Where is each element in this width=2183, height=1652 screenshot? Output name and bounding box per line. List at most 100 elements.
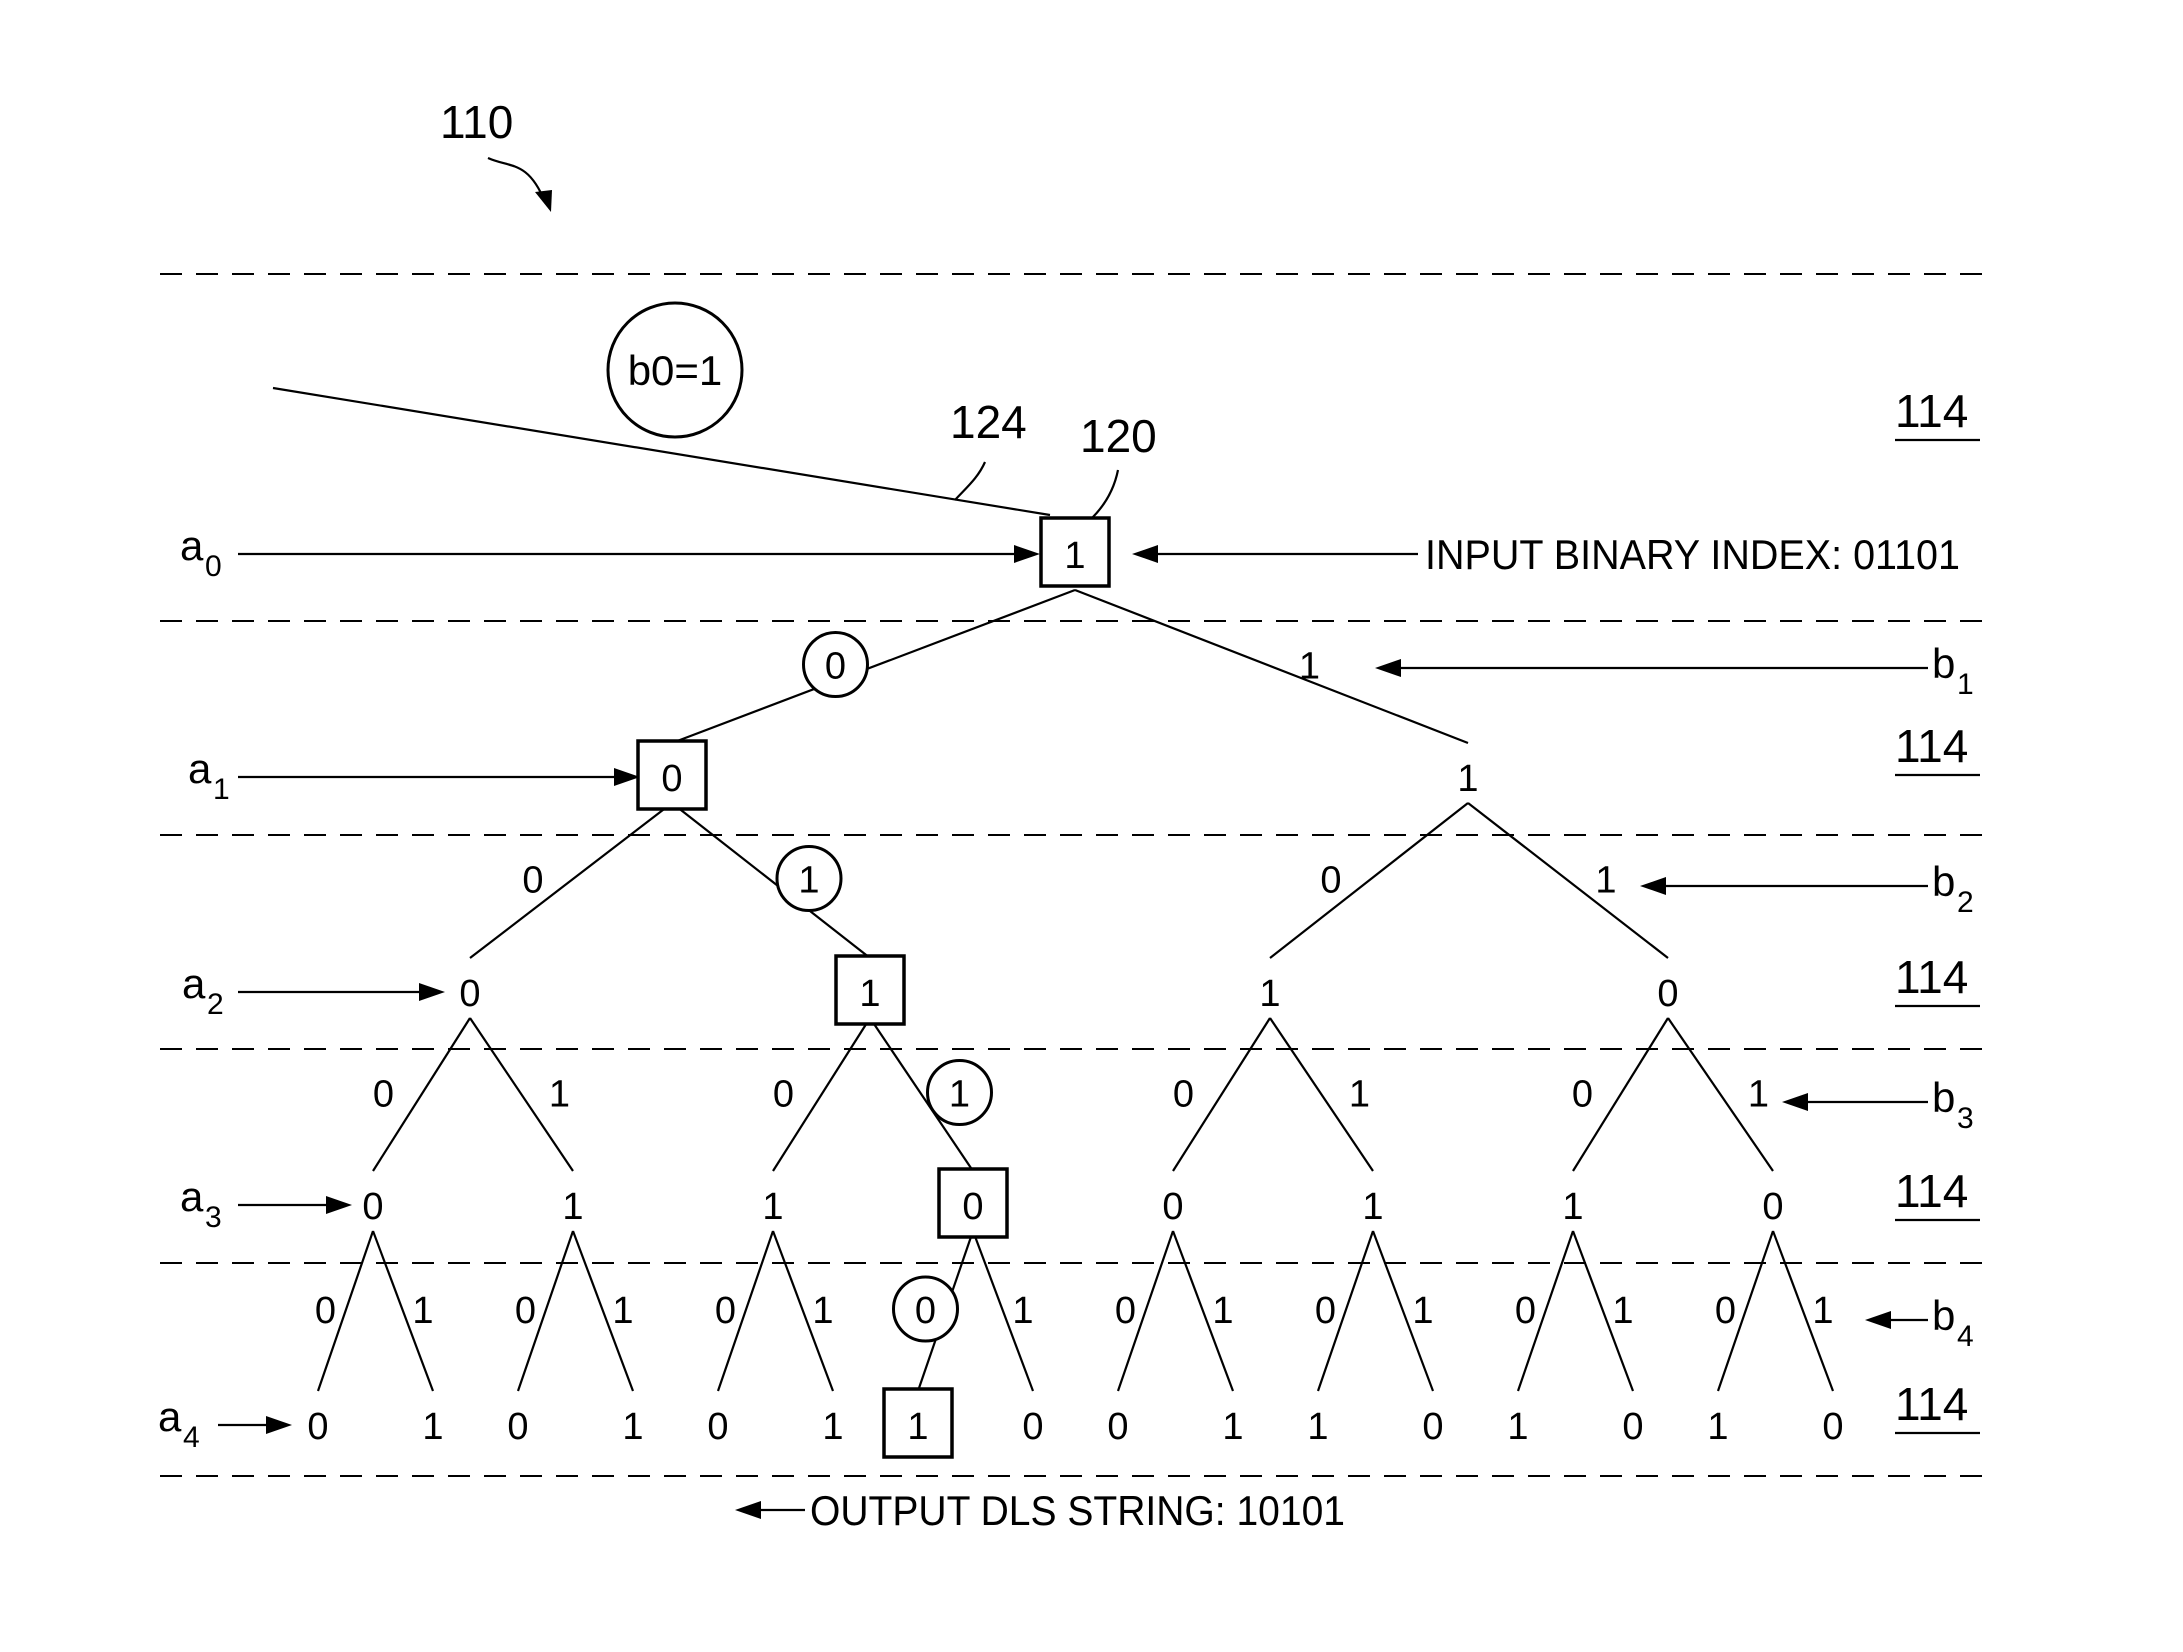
tree-edge	[1270, 803, 1468, 958]
tree-node-label: 0	[1162, 1186, 1183, 1228]
edge-bit-label: 1	[612, 1290, 633, 1332]
a0-label-group: a0	[180, 522, 1040, 583]
arrowhead-icon	[1782, 1093, 1808, 1111]
branch-ref-label: 124	[950, 396, 1027, 448]
tree-node-label: 0	[307, 1406, 328, 1448]
a1-label-group: a1	[188, 745, 640, 806]
edge-bit-label: 0	[1173, 1074, 1194, 1116]
row-ref-label: 114	[1895, 720, 1968, 772]
edge-bit-label: 0	[915, 1290, 936, 1332]
arrowhead-icon	[1865, 1311, 1891, 1329]
a-level-subscript: 3	[205, 1201, 222, 1234]
a-level-label: a	[180, 1173, 204, 1220]
tree-node-label: 0	[1762, 1186, 1783, 1228]
tree-node-label: 1	[822, 1406, 843, 1448]
tree-node-label: 0	[459, 973, 480, 1015]
tree-node-label: 1	[1362, 1186, 1383, 1228]
arrowhead-icon	[735, 1501, 761, 1519]
tree-node-label: 0	[661, 758, 682, 800]
tree-node-label: 0	[362, 1186, 383, 1228]
a-level-label: a	[188, 745, 212, 792]
edge-bit-label: 0	[1320, 860, 1341, 902]
a-level-subscript: 1	[213, 773, 230, 806]
b2-label-group: b2	[1640, 858, 1974, 919]
a2-label-group: a2	[182, 960, 445, 1021]
row-ref-label: 114	[1895, 951, 1968, 1003]
tree-node-label: 1	[1064, 535, 1085, 577]
tree-node-label: 1	[1507, 1406, 1528, 1448]
b-level-subscript: 2	[1957, 886, 1974, 919]
arrowhead-icon	[614, 768, 640, 786]
tree-node-label: 1	[907, 1406, 928, 1448]
edge-bit-label: 0	[773, 1074, 794, 1116]
b-level-label: b	[1932, 640, 1955, 687]
tree-node-label: 1	[422, 1406, 443, 1448]
a-level-label: a	[182, 960, 206, 1007]
tree-node-label: 0	[1422, 1406, 1443, 1448]
edge-bit-label: 1	[549, 1074, 570, 1116]
tree-edge	[1468, 803, 1668, 958]
edge-bit-label: 1	[1012, 1290, 1033, 1332]
tree-node-label: 0	[1107, 1406, 1128, 1448]
edge-bit-label: 0	[1715, 1290, 1736, 1332]
edge-bit-label: 1	[1212, 1290, 1233, 1332]
arrowhead-icon	[535, 190, 552, 212]
tree-node-label: 1	[1259, 973, 1280, 1015]
edge-bit-label: 1	[1812, 1290, 1833, 1332]
b0-label: b0=1	[628, 347, 723, 394]
a3-label-group: a3	[180, 1173, 352, 1234]
arrowhead-icon	[1132, 545, 1158, 563]
edge-bit-label: 0	[315, 1290, 336, 1332]
a-level-subscript: 0	[205, 550, 222, 583]
row-ref-label: 114	[1895, 385, 1968, 437]
input-binary-index-label: INPUT BINARY INDEX: 01101	[1425, 531, 1960, 578]
a-level-subscript: 4	[183, 1421, 200, 1454]
edge-bit-label: 1	[1299, 646, 1320, 688]
edge-bit-label: 1	[812, 1290, 833, 1332]
edge-bit-label: 1	[1612, 1290, 1633, 1332]
edge-bit-label: 0	[1115, 1290, 1136, 1332]
tree-node-label: 1	[1707, 1406, 1728, 1448]
b-level-subscript: 3	[1957, 1102, 1974, 1135]
edge-bit-label: 1	[949, 1074, 970, 1116]
tree-node-label: 0	[1622, 1406, 1643, 1448]
tree-edge	[1075, 590, 1468, 743]
row-ref-label: 114	[1895, 1378, 1968, 1430]
b-level-label: b	[1932, 1074, 1955, 1121]
a-level-subscript: 2	[207, 988, 224, 1021]
a-level-label: a	[158, 1393, 182, 1440]
b-level-label: b	[1932, 858, 1955, 905]
edge-bit-label: 0	[1572, 1074, 1593, 1116]
edge-bit-label: 1	[1412, 1290, 1433, 1332]
tree-node-label: 0	[1822, 1406, 1843, 1448]
tree-node-label: 1	[762, 1186, 783, 1228]
arrowhead-icon	[419, 983, 445, 1001]
tree-node-label: 1	[1457, 758, 1478, 800]
tree-node-label: 1	[1307, 1406, 1328, 1448]
arrowhead-icon	[266, 1416, 292, 1434]
b-level-subscript: 1	[1957, 668, 1974, 701]
figure-ref-label: 110	[440, 96, 513, 148]
tree-edge	[470, 803, 672, 958]
tree-edge-labels: 0 1 0 1 0 1 0 1 0 1 0 1 0 1 0 1 0 1 0 1 0 1 0 1 0 1 0 1 0 1	[315, 633, 1834, 1342]
edge-bit-label: 0	[1515, 1290, 1536, 1332]
edge-bit-label: 0	[373, 1074, 394, 1116]
row-ref-label: 114	[1895, 1165, 1968, 1217]
edge-bit-label: 0	[1315, 1290, 1336, 1332]
tree-node-label: 1	[1562, 1186, 1583, 1228]
output-dls-string-label: OUTPUT DLS STRING: 10101	[810, 1487, 1345, 1534]
tree-edges	[318, 590, 1833, 1391]
edge-bit-label: 1	[1595, 860, 1616, 902]
edge-bit-label: 1	[1748, 1074, 1769, 1116]
figure-ref-arrow	[488, 158, 545, 202]
tree-node-label: 0	[507, 1406, 528, 1448]
edge-bit-label: 1	[1349, 1074, 1370, 1116]
tree-node-label: 1	[859, 973, 880, 1015]
b-level-label: b	[1932, 1292, 1955, 1339]
arrowhead-icon	[326, 1196, 352, 1214]
a-level-label: a	[180, 522, 204, 569]
tree-node-label: 1	[622, 1406, 643, 1448]
b1-label-group: b1	[1375, 640, 1974, 701]
node-ref-label: 120	[1080, 410, 1157, 462]
